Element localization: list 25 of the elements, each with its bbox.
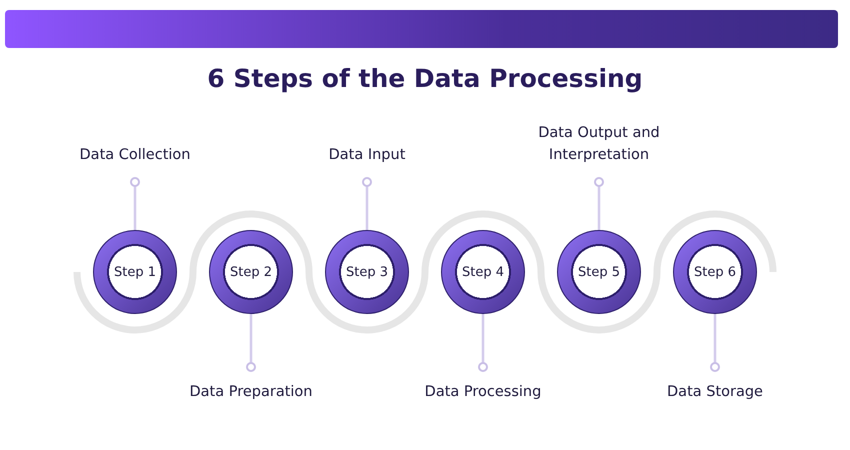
step-ring — [673, 230, 757, 314]
leader-line — [130, 177, 140, 230]
step-label: Step 4 — [462, 264, 504, 280]
step-caption: Data Processing — [408, 381, 558, 403]
step-label: Step 5 — [578, 264, 620, 280]
leader-line — [478, 314, 488, 372]
step-label: Step 6 — [694, 264, 736, 280]
step-ring — [209, 230, 293, 314]
leader-line — [710, 314, 720, 372]
step-label: Step 3 — [346, 264, 388, 280]
step-caption: Data Input — [292, 144, 442, 166]
step-caption: Data Storage — [640, 381, 790, 403]
step-label: Step 1 — [114, 264, 156, 280]
leader-line — [594, 177, 604, 230]
step-caption: Data Collection — [60, 144, 210, 166]
leader-line — [246, 314, 256, 372]
step-ring — [557, 230, 641, 314]
step-ring — [441, 230, 525, 314]
step-ring — [93, 230, 177, 314]
step-caption: Data Preparation — [176, 381, 326, 403]
leader-line — [362, 177, 372, 230]
step-caption: Data Output and Interpretation — [524, 122, 674, 166]
step-label: Step 2 — [230, 264, 272, 280]
diagram-title: 6 Steps of the Data Processing — [206, 64, 644, 93]
step-ring — [325, 230, 409, 314]
